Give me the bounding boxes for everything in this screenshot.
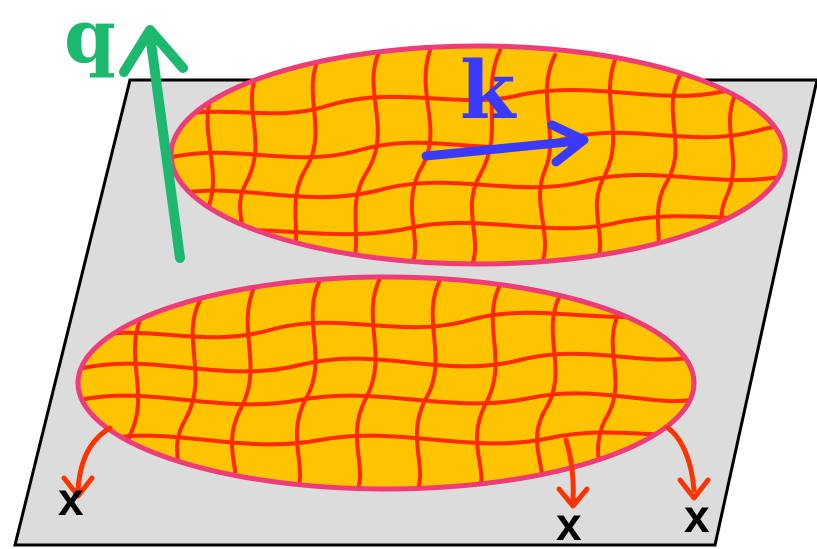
k-label: k <box>460 43 517 137</box>
q-arrow <box>119 25 188 263</box>
leg-left-arrowhead <box>61 475 95 499</box>
leg-right-arrowhead <box>677 477 711 501</box>
leg-arrowheads <box>61 475 711 509</box>
lower-disk <box>75 274 697 492</box>
x-mark-right: x <box>684 490 710 542</box>
disk-legs <box>75 425 697 503</box>
leg-right <box>665 425 697 493</box>
leg-middle <box>563 437 576 503</box>
x-mark-left: x <box>58 473 84 525</box>
q-arrow-head <box>119 25 188 77</box>
x-mark-middle: x <box>556 498 582 549</box>
k-arrow-shaft <box>421 136 583 161</box>
k-arrow <box>421 120 589 167</box>
leg-left <box>75 425 113 493</box>
q-arrow-shaft <box>145 30 185 263</box>
leg-middle-arrowhead <box>556 486 590 509</box>
lower-disk-edge <box>75 274 697 492</box>
q-label: q <box>64 0 116 80</box>
k-arrow-head <box>547 120 589 167</box>
